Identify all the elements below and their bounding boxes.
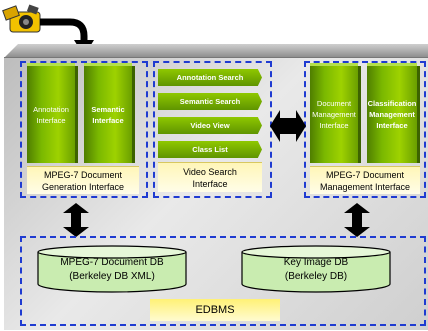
database-group <box>20 236 426 326</box>
document-management-block: Document Management Interface <box>310 66 358 163</box>
edbms-label: EDBMS <box>195 304 235 316</box>
mpeg7-db-cylinder-icon <box>37 245 187 293</box>
edbms-label-box: EDBMS <box>150 299 280 321</box>
management-interface-group <box>304 61 426 198</box>
video-search-title: Video Search Interface <box>183 166 237 189</box>
classification-management-label: Classification Management Interface <box>367 99 417 130</box>
video-search-group <box>153 61 272 198</box>
key-image-db-cylinder-icon <box>241 245 391 293</box>
mpeg7-db-label: MPEG-7 Document DB (Berkeley DB XML) <box>60 257 164 282</box>
class-list-bar: Class List <box>158 141 262 158</box>
key-image-db-label: Key Image DB (Berkeley DB) <box>283 257 349 282</box>
management-interface-title: MPEG-7 Document Management Interface <box>319 169 411 192</box>
platform-top <box>4 44 428 58</box>
classification-management-block: Classification Management Interface <box>367 66 417 163</box>
video-search-title-box: Video Search Interface <box>158 162 262 192</box>
annotation-interface-label: Annotation Interface <box>33 104 69 125</box>
semantic-search-bar: Semantic Search <box>158 93 262 110</box>
semantic-interface-label: Semantic Interface <box>91 104 125 125</box>
document-management-label: Document Management Interface <box>312 99 356 130</box>
management-interface-title-box: MPEG-7 Document Management Interface <box>310 166 420 194</box>
generation-interface-group <box>20 61 148 198</box>
annotation-search-bar: Annotation Search <box>158 69 262 86</box>
generation-interface-title: MPEG-7 Document Generation Interface <box>41 169 125 192</box>
video-view-bar: Video View <box>158 117 262 134</box>
left-vertical-double-arrow-icon <box>63 203 89 237</box>
generation-interface-title-box: MPEG-7 Document Generation Interface <box>27 166 139 194</box>
horizontal-double-arrow-icon <box>270 110 306 142</box>
right-vertical-double-arrow-icon <box>344 203 370 237</box>
annotation-interface-block: Annotation Interface <box>27 66 75 163</box>
semantic-interface-block: Semantic Interface <box>84 66 132 163</box>
